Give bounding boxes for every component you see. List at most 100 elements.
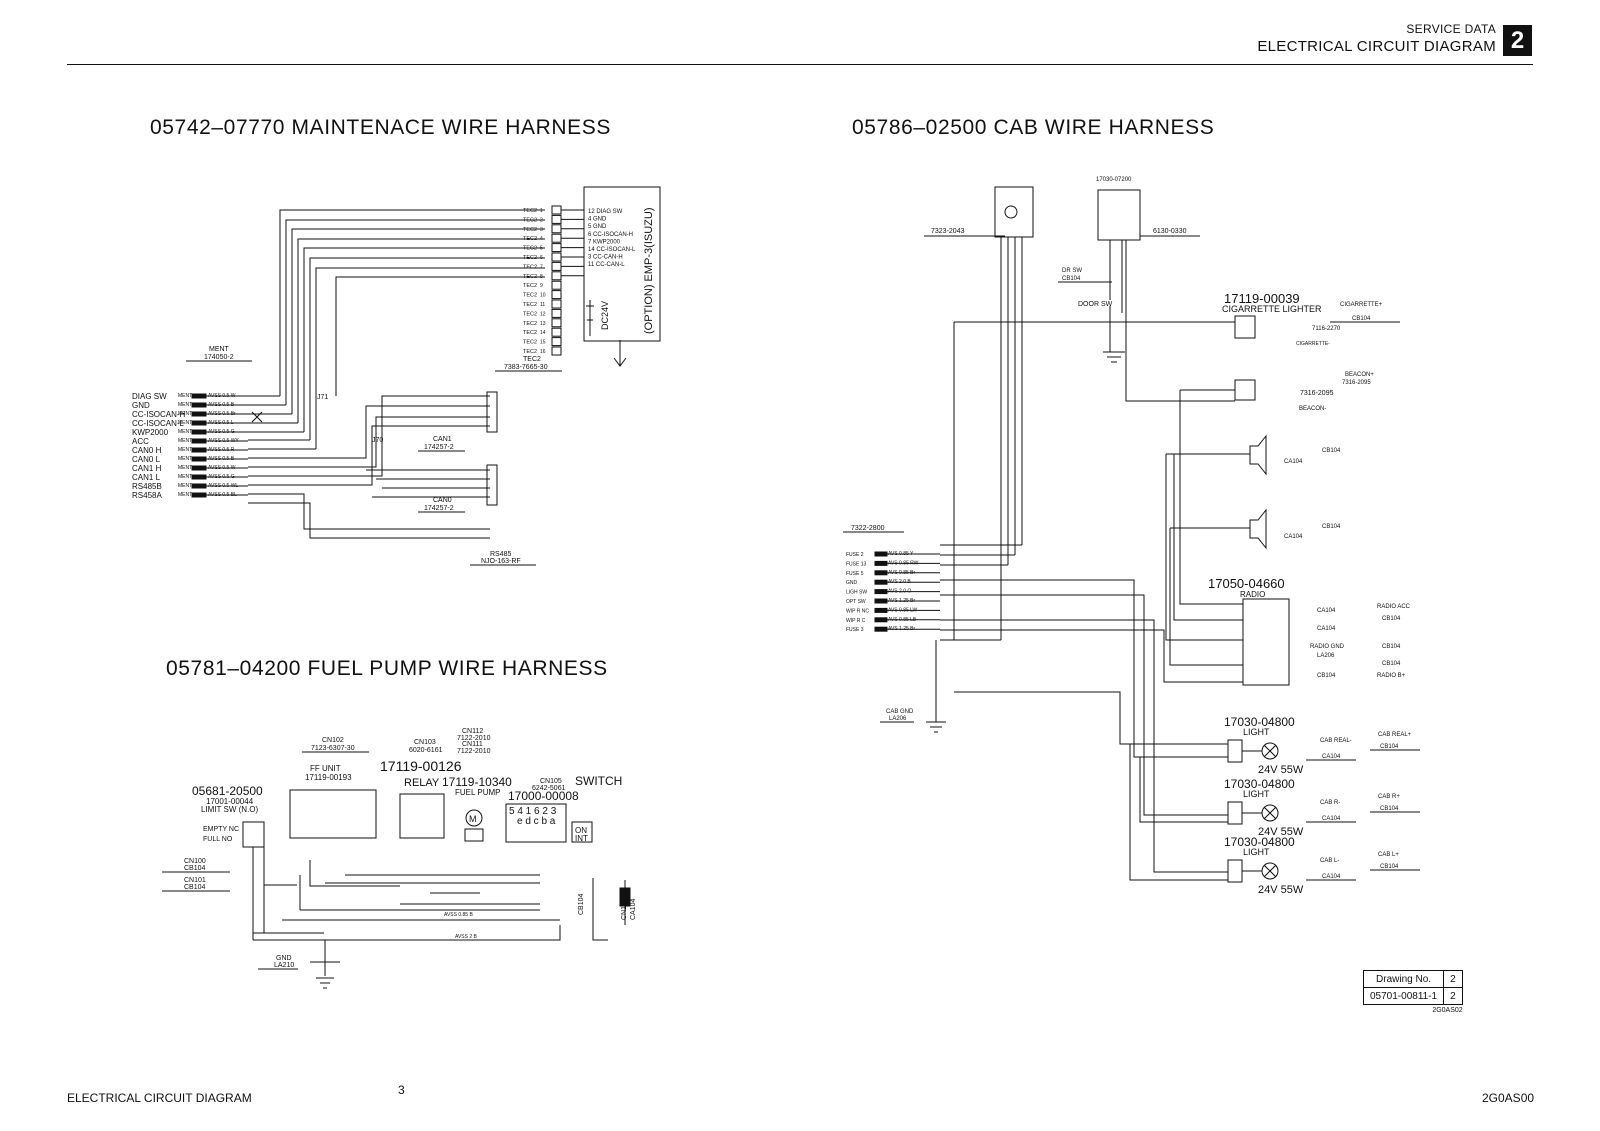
- fuse-label: WIP R NC: [846, 608, 869, 614]
- cn102-part: 7123-6307-30: [311, 745, 355, 752]
- tec2-pin-label: TEC2: [523, 330, 537, 336]
- ment-pin: [191, 438, 207, 444]
- cn100-label: CN100: [184, 858, 206, 865]
- gnd-label: GND: [276, 955, 292, 962]
- ment-pin-label: MENT: [178, 447, 192, 453]
- c7316-part: 7316-2095: [1342, 380, 1371, 386]
- ff-unit-box: [289, 789, 377, 839]
- radio-cb104-c: CB104: [1382, 661, 1401, 667]
- tec2-pin-number: 5: [540, 246, 543, 252]
- light-plus-cb104: CB104: [1380, 806, 1399, 812]
- cn103-part: 6020-6161: [409, 747, 443, 754]
- ment-pin: [191, 492, 207, 498]
- drawing-no-label: Drawing No.: [1362, 970, 1445, 988]
- title-block: Drawing No. 2 05701-00811-1 2 2G0AS02: [1362, 970, 1463, 1014]
- empty-nc: EMPTY NC: [203, 826, 239, 833]
- light-plus: CAB REAL+: [1378, 732, 1412, 738]
- cn111-part: 7122-2010: [457, 748, 491, 755]
- door-switch-box: [1097, 189, 1141, 241]
- emp3-pin-label: 6 CC-ISOCAN-H: [588, 232, 633, 238]
- emp3-pin-label: 5 GND: [588, 224, 607, 230]
- ment-pin-label: MENT: [178, 402, 192, 408]
- radio-ca104-a: CA104: [1317, 608, 1336, 614]
- signal-label: RS485B: [132, 482, 162, 491]
- switch-label: SWITCH: [575, 774, 622, 788]
- header-rule: [67, 64, 1533, 65]
- tec2-pin-number: 3: [540, 227, 543, 233]
- tec2-pin: [551, 337, 562, 347]
- tec2-part: 7383-7665-30: [504, 364, 548, 371]
- tec2-pin-number: 9: [540, 283, 543, 289]
- ment-pin-label: MENT: [178, 483, 192, 489]
- beacon-minus: BEACON-: [1299, 406, 1326, 412]
- tec2-pin: [551, 243, 562, 253]
- fuse-label: OPT SW: [846, 599, 866, 605]
- light-plus-cb104: CB104: [1380, 744, 1399, 750]
- c17030-label: 17030-07200: [1096, 177, 1132, 183]
- light-connector: [1227, 801, 1243, 825]
- fuse-pin: [874, 589, 888, 595]
- limit-sw-part: 05681-20500: [192, 784, 263, 798]
- cn102-label: CN102: [322, 737, 344, 744]
- tec2-pin-number: 12: [540, 311, 546, 317]
- light-minus-ca104: CA104: [1322, 816, 1341, 822]
- radio-label: RADIO: [1240, 590, 1265, 599]
- radio-acc: RADIO ACC: [1377, 604, 1411, 610]
- cn109-connector: [619, 887, 631, 907]
- tec2-pin: [551, 318, 562, 328]
- switch-pins: 5 4 1 6 2 3: [509, 806, 557, 817]
- limit-sw-name: LIMIT SW (N.O): [201, 805, 259, 814]
- cn101-label: CN101: [184, 877, 206, 884]
- c7316-label: 7316-2095: [1300, 390, 1334, 397]
- tec2-pin: [551, 252, 562, 262]
- lamp-cross: [1263, 806, 1277, 820]
- dr-sw-label: DR SW: [1062, 268, 1082, 274]
- lamp-rating: 24V 55W: [1258, 764, 1304, 776]
- tec2-label: TEC2: [523, 356, 541, 363]
- sheet-top: 2: [1443, 970, 1463, 988]
- cab-harness-title: 05786–02500 CAB WIRE HARNESS: [852, 116, 1215, 139]
- cig-minus: CIGARRETTE-: [1296, 341, 1330, 347]
- emp3-pin-label: 14 CC-ISOCAN-L: [588, 247, 636, 253]
- ff-unit-part: 17119-00193: [305, 773, 352, 782]
- relay-label: RELAY: [404, 777, 440, 789]
- header-section: SERVICE DATA: [1406, 22, 1496, 36]
- cig-plus: CIGARRETTE+: [1340, 302, 1383, 308]
- tec2-pin-number: 13: [540, 321, 546, 327]
- spk1-cb104: CB104: [1322, 448, 1341, 454]
- tec2-pin-number: 10: [540, 293, 546, 299]
- drawing-code: 2G0AS02: [1432, 1007, 1463, 1014]
- can0-part: 174257-2: [424, 505, 454, 512]
- beacon-plus: BEACON+: [1345, 372, 1374, 378]
- light-plus: CAB L+: [1378, 852, 1399, 858]
- light-minus: CAB L-: [1320, 858, 1339, 864]
- cab-harness: 17030-07200 7323-2043 6130-0330 DR SW CB…: [843, 177, 1420, 896]
- ment-pin: [191, 393, 207, 399]
- cig-cb104: CB104: [1352, 316, 1371, 322]
- cn103-label: CN103: [414, 739, 436, 746]
- speaker-icon: [1249, 434, 1267, 476]
- fuse-pin: [874, 579, 888, 585]
- footer-left: ELECTRICAL CIRCUIT DIAGRAM: [67, 1091, 252, 1105]
- pump-label: FUEL PUMP: [455, 788, 501, 797]
- radio-cb104-b: CB104: [1382, 644, 1401, 650]
- signal-label: CAN1 H: [132, 464, 162, 473]
- ment-pin: [191, 456, 207, 462]
- signal-label: CC-ISOCAN-H: [132, 410, 186, 419]
- tec2-pin: [551, 261, 562, 271]
- tec2-pin-label: TEC2: [523, 264, 537, 270]
- signal-label: KWP2000: [132, 428, 169, 437]
- limit-switch: [242, 821, 265, 848]
- lamp-cross: [1263, 744, 1277, 758]
- cig-part: 17119-00039: [1224, 291, 1300, 306]
- signal-label: CC-ISOCAN-L: [132, 419, 185, 428]
- radio-la206: LA206: [1317, 653, 1335, 659]
- emp3-pin-label: 7 KWP2000: [588, 239, 621, 245]
- fuel-pump-harness: 05681-20500 17001-00044 LIMIT SW (N.O) E…: [162, 728, 637, 989]
- tec2-pin-label: TEC2: [523, 302, 537, 308]
- header-title: ELECTRICAL CIRCUIT DIAGRAM: [1257, 38, 1496, 55]
- fuse-pin: [874, 551, 888, 557]
